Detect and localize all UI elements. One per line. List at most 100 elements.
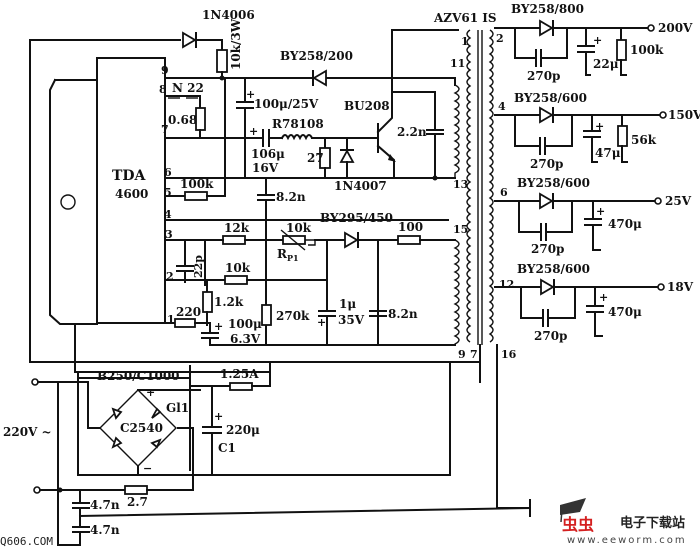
tr-pin-11: 11	[450, 57, 465, 70]
label-snubber-25v: 270p	[531, 242, 564, 256]
label-35v: 35V	[338, 313, 365, 327]
logo-chars: 虫虫	[562, 515, 594, 534]
tr-pin-15: 15	[453, 223, 468, 236]
label-by258-200: BY258/200	[280, 49, 353, 63]
inductor-r78108	[280, 134, 317, 141]
label-270k: 270k	[276, 309, 310, 323]
output-25v-label: 25V	[665, 194, 692, 208]
label-22p: 22p	[192, 255, 205, 278]
wire-ground-primary	[209, 337, 456, 346]
terminal-25v[interactable]	[654, 197, 662, 205]
label-c1: C1	[218, 441, 236, 455]
label-10k-pin2: 10k	[225, 261, 251, 275]
tr-pin-9: 9	[458, 348, 466, 361]
label-rp1: R	[277, 247, 288, 261]
fuse-1-25a	[229, 382, 253, 391]
ic-name-line2: 4600	[115, 187, 148, 201]
label-100: 100	[398, 220, 423, 234]
diode-by258-200	[312, 69, 327, 87]
tr-pin-16: 16	[501, 348, 517, 361]
label-106u: 106μ	[251, 147, 285, 161]
tr-pin-1: 1	[461, 35, 469, 48]
label-cap-200v: 22μ	[593, 57, 619, 71]
label-c2540: C2540	[120, 421, 163, 435]
graduation-cap-icon	[560, 498, 586, 515]
output-150v	[494, 106, 667, 163]
output-200v-label: 200V	[658, 21, 693, 35]
cap-25v-plus: +	[596, 205, 605, 218]
label-6-3v: 6.3V	[230, 332, 261, 346]
resistor-1-2k	[202, 291, 213, 313]
cap-100u-6-3v-plus: +	[214, 320, 223, 333]
ic-name-line1: TDA	[112, 168, 147, 184]
tr-pin-2: 2	[496, 32, 504, 45]
pot-wiper-arrow	[280, 229, 306, 251]
ic-pin-4: 4	[164, 208, 172, 221]
label-res-200v: 100k	[630, 43, 664, 57]
transformer-azv61	[466, 29, 494, 345]
ic-pin-5: 5	[164, 186, 172, 199]
label-rp1-sub: P1	[287, 253, 299, 263]
resistor-2-7	[124, 485, 148, 495]
resistor-12k	[222, 235, 246, 245]
bridge-minus: −	[143, 462, 152, 475]
heatsink-outline	[49, 78, 98, 325]
output-18v-label: 18V	[667, 280, 694, 294]
label-220u: 220μ	[226, 423, 260, 437]
label-12k: 12k	[224, 221, 250, 235]
ic-pin-6: 6	[164, 166, 172, 179]
resistor-10k-3w	[216, 49, 228, 73]
cap-106u-plus: +	[249, 125, 258, 138]
watermark-eeworm: 虫虫 电子下载站 www.eeworm.com	[560, 498, 687, 546]
resistor-100k-pin5	[184, 191, 208, 201]
terminal-150v[interactable]	[659, 111, 667, 119]
tr-pin-7: 7	[470, 348, 478, 361]
diode-by295-450	[344, 231, 359, 249]
heatsink-mount-hole	[60, 194, 76, 210]
label-bridge: B250/C1000	[97, 369, 180, 383]
wire-secondary-ground	[496, 344, 531, 509]
label-diode-200v: BY258/800	[511, 2, 584, 16]
output-25v	[494, 192, 662, 251]
terminal-18v[interactable]	[657, 283, 665, 291]
winding-primary	[453, 84, 460, 178]
watermark-left: Q606.COM	[0, 535, 53, 548]
watermark-url: www.eeworm.com	[567, 535, 687, 546]
resistor-220	[174, 318, 196, 328]
resistor-0-68	[195, 107, 206, 131]
label-4-7n-2: 4.7n	[90, 523, 120, 537]
label-snubber-200v: 270p	[527, 69, 560, 83]
diode-1n4007	[339, 149, 355, 163]
cap-150v-plus: +	[595, 120, 604, 133]
terminal-200v[interactable]	[647, 24, 655, 32]
tr-pin-13: 13	[453, 178, 468, 191]
cap-18v-plus: +	[599, 291, 608, 304]
label-cap-18v: 470μ	[608, 305, 642, 319]
cap-1u-plus: +	[317, 316, 326, 329]
label-8-2n-bottom: 8.2n	[388, 307, 418, 321]
ic-tda4600: TDA 4600 9 8 7 6 5 4 3 2 1	[96, 57, 175, 326]
label-res-150v: 56k	[631, 133, 657, 147]
cap-200v-plus: +	[593, 34, 602, 47]
cap-100u-plus: +	[246, 88, 255, 101]
label-snubber-150v: 270p	[530, 157, 563, 171]
tr-pin-12: 12	[499, 278, 514, 291]
ic-body	[96, 57, 166, 324]
label-1-2k: 1.2k	[214, 295, 244, 309]
label-27: 27	[307, 151, 324, 165]
winding-primary-main	[466, 29, 472, 343]
label-r78108: R78108	[272, 117, 324, 131]
label-by295-450: BY295/450	[320, 211, 393, 225]
label-mains: 220V ~	[3, 425, 52, 439]
resistor-270k	[261, 304, 272, 326]
winding-secondary	[488, 29, 494, 343]
bridge-plus: +	[146, 386, 155, 399]
label-snubber-18v: 270p	[534, 329, 567, 343]
label-10k-3w: 10k/3W	[229, 18, 243, 70]
label-1n4006: 1N4006	[202, 8, 255, 22]
output-150v-label: 150V	[668, 108, 700, 122]
label-2-2n: 2.2n	[397, 125, 427, 139]
output-18v	[494, 278, 665, 337]
ic-pin-1: 1	[167, 313, 175, 326]
tr-pin-6: 6	[500, 186, 508, 199]
